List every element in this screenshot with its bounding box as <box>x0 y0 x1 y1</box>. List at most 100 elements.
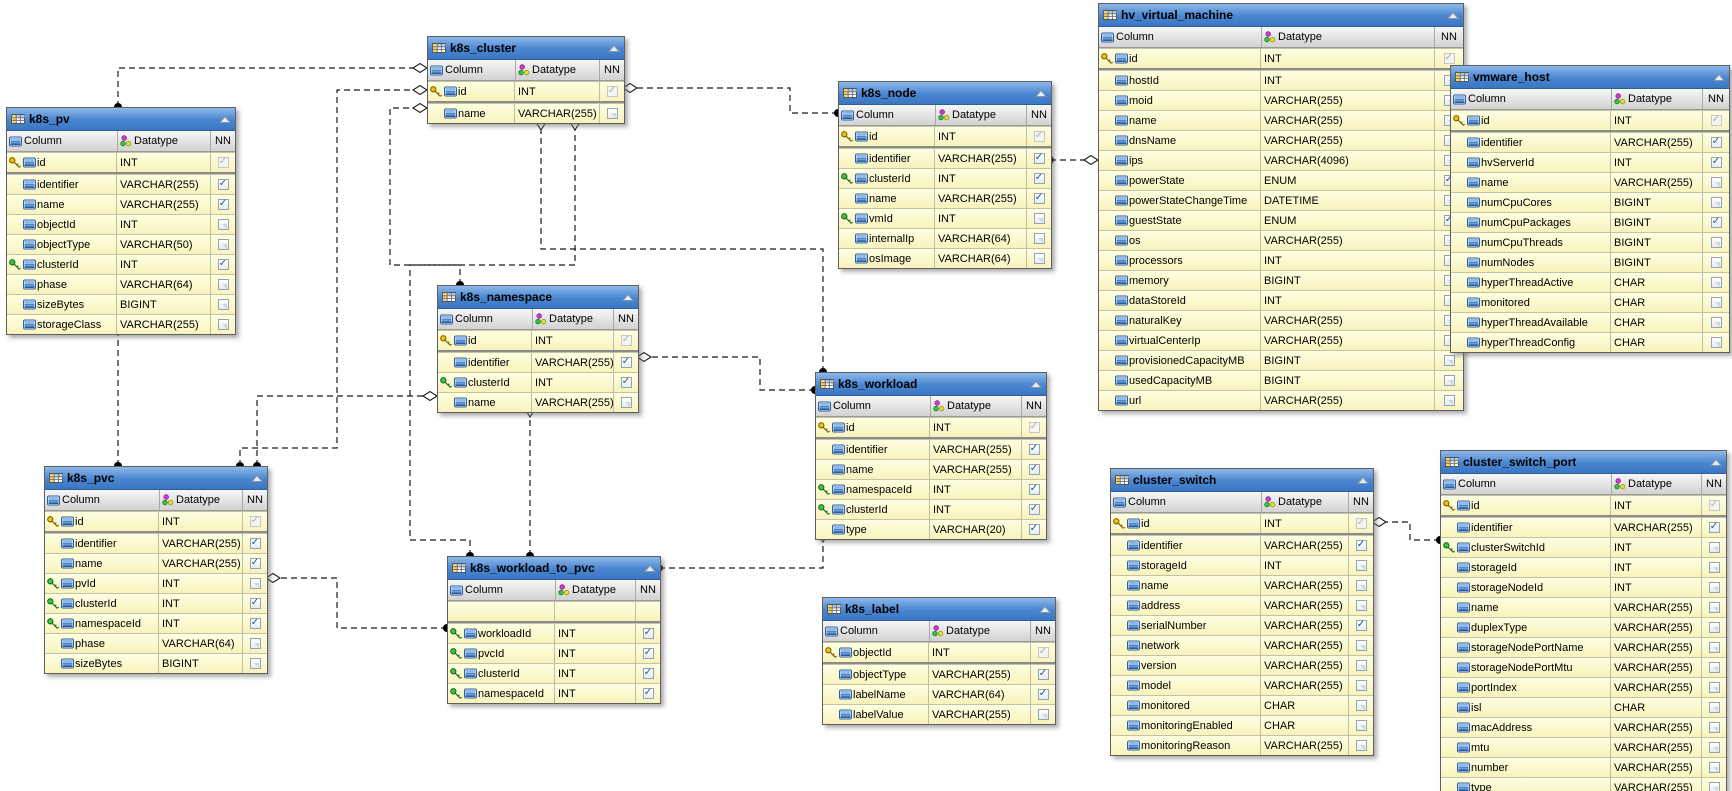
relationship-line[interactable] <box>630 87 838 114</box>
relationship-line[interactable] <box>644 356 815 391</box>
relationship-line[interactable] <box>540 123 824 372</box>
collapse-triangle-icon[interactable] <box>1039 605 1051 614</box>
collapse-triangle-icon[interactable] <box>1447 11 1459 20</box>
relationship-line[interactable] <box>273 577 447 629</box>
relationship-line[interactable] <box>117 67 420 107</box>
column-row-empty[interactable] <box>448 601 660 623</box>
collapse-triangle-icon[interactable] <box>1713 73 1725 82</box>
relationship-k8s_workload_to_pvc-namespaceId[interactable] <box>524 401 536 560</box>
collapse-triangle-icon[interactable] <box>1035 89 1047 98</box>
collapse-triangle-icon[interactable] <box>1030 380 1042 389</box>
table-title-bar[interactable]: k8s_pvc <box>45 467 267 490</box>
collapse-triangle-icon[interactable] <box>219 115 231 124</box>
relationship-k8s_pvc-clusterId[interactable] <box>236 84 429 471</box>
relationship-line[interactable] <box>1379 521 1440 541</box>
relationship-k8s_workload-namespaceId[interactable] <box>635 351 819 395</box>
relationship-k8s_workload_to_pvc-workloadId[interactable] <box>655 526 829 572</box>
relationship-line[interactable] <box>659 535 824 569</box>
table-title-bar[interactable]: cluster_switch_port <box>1441 451 1726 474</box>
table-title-bar[interactable]: k8s_label <box>823 598 1055 621</box>
collapse-triangle-icon[interactable] <box>644 564 656 573</box>
table-title-bar[interactable]: k8s_pv <box>7 108 235 131</box>
table-title-bar[interactable]: vmware_host <box>1451 66 1729 89</box>
collapse-triangle-icon[interactable] <box>1710 458 1722 467</box>
table-title-bar[interactable]: hv_virtual_machine <box>1099 4 1463 27</box>
table-title-bar[interactable]: k8s_workload_to_pvc <box>448 557 660 580</box>
table-title-bar[interactable]: cluster_switch <box>1111 469 1373 492</box>
table-title-bar[interactable]: k8s_cluster <box>428 37 624 60</box>
relationship-line[interactable] <box>239 89 420 466</box>
relationship-k8s_pv-clusterId[interactable] <box>114 62 429 112</box>
relationship-line[interactable] <box>389 107 461 285</box>
